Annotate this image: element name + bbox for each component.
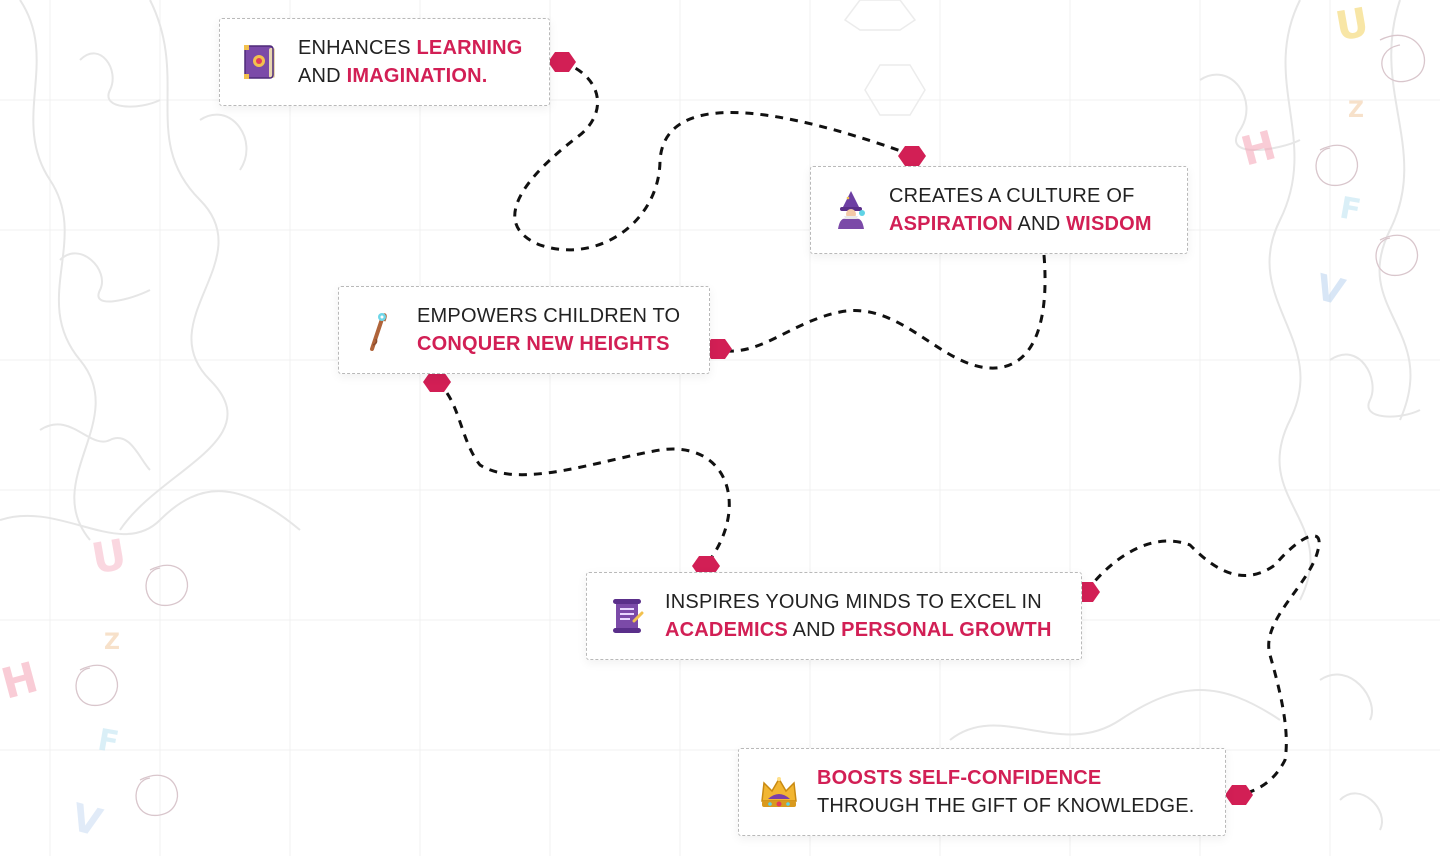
path-node bbox=[898, 146, 926, 166]
card-text: ENHANCES LEARNING AND IMAGINATION. bbox=[298, 34, 523, 90]
card-line-2: THROUGH THE GIFT OF KNOWLEDGE. bbox=[817, 795, 1195, 817]
card-text: INSPIRES YOUNG MINDS TO EXCEL IN ACADEMI… bbox=[665, 588, 1052, 644]
card-academics: INSPIRES YOUNG MINDS TO EXCEL IN ACADEMI… bbox=[586, 572, 1082, 660]
card-text: EMPOWERS CHILDREN TO CONQUER NEW HEIGHTS bbox=[417, 302, 680, 358]
card-line-1: CREATES A CULTURE OF bbox=[889, 185, 1135, 207]
path-node bbox=[1225, 785, 1253, 805]
decorative-letter-left: Z bbox=[104, 630, 120, 655]
path-segment bbox=[513, 60, 913, 252]
path-segment bbox=[717, 254, 1047, 370]
scroll-icon bbox=[605, 594, 649, 638]
card-line-1: EMPOWERS CHILDREN TO bbox=[417, 305, 681, 327]
loop-doodle bbox=[1315, 144, 1359, 186]
crown-icon bbox=[757, 770, 801, 814]
loop-doodle bbox=[135, 774, 179, 816]
card-line-1: INSPIRES YOUNG MINDS TO EXCEL IN bbox=[665, 591, 1042, 613]
card-heights: EMPOWERS CHILDREN TO CONQUER NEW HEIGHTS bbox=[338, 286, 710, 374]
decorative-letter-right: Z bbox=[1348, 98, 1364, 123]
card-aspiration: CREATES A CULTURE OF ASPIRATION AND WISD… bbox=[810, 166, 1188, 254]
loop-doodle bbox=[1379, 34, 1426, 83]
path-segment bbox=[436, 380, 731, 566]
loop-doodle bbox=[1375, 234, 1419, 276]
path-node bbox=[548, 52, 576, 72]
path-segment bbox=[1084, 534, 1321, 797]
hexagon-outlines bbox=[843, 0, 926, 116]
path-node bbox=[423, 372, 451, 392]
card-text: CREATES A CULTURE OF ASPIRATION AND WISD… bbox=[889, 182, 1152, 238]
loop-doodle bbox=[75, 664, 119, 706]
card-line-2: CONQUER NEW HEIGHTS bbox=[417, 333, 670, 355]
card-line-2: ACADEMICS AND PERSONAL GROWTH bbox=[665, 619, 1052, 641]
card-confidence: BOOSTS SELF-CONFIDENCE THROUGH THE GIFT … bbox=[738, 748, 1226, 836]
path-node bbox=[704, 339, 732, 359]
wavy-doodles-right bbox=[949, 0, 1421, 831]
wavy-doodles-left bbox=[0, 0, 301, 541]
card-line-1: BOOSTS SELF-CONFIDENCE bbox=[817, 767, 1102, 789]
card-line-1: ENHANCES LEARNING bbox=[298, 37, 523, 59]
wizard-icon bbox=[829, 188, 873, 232]
spell-book-icon bbox=[238, 40, 282, 84]
card-text: BOOSTS SELF-CONFIDENCE THROUGH THE GIFT … bbox=[817, 764, 1195, 820]
magic-staff-icon bbox=[357, 308, 401, 352]
card-line-2: AND IMAGINATION. bbox=[298, 65, 488, 87]
loop-doodle bbox=[145, 564, 189, 606]
path-node bbox=[692, 556, 720, 576]
card-imagination: ENHANCES LEARNING AND IMAGINATION. bbox=[219, 18, 550, 106]
card-line-2: ASPIRATION AND WISDOM bbox=[889, 213, 1152, 235]
